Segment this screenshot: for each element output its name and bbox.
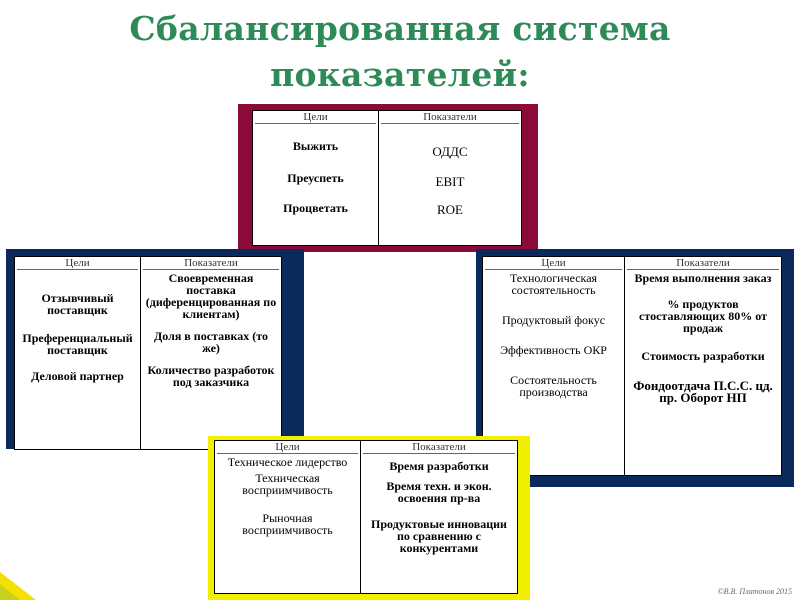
top-metrics-header: Показатели — [381, 111, 519, 124]
left-goal-item: Отзывчивый поставщик — [41, 291, 114, 317]
right-metric-item: Время выполнения заказ — [634, 271, 772, 285]
left-metric-item: Своевременная поставка (диференцированна… — [145, 271, 277, 321]
top-metrics-column: Показатели ОДДС EBIT ROE — [379, 111, 521, 245]
left-metrics-header: Показатели — [143, 257, 279, 270]
right-metrics-header: Показатели — [627, 257, 779, 270]
left-goal-item: Преференциальный поставщик — [22, 331, 133, 357]
left-panel: Цели Отзывчивый поставщик Преференциальн… — [14, 256, 282, 450]
bottom-metric-item: Продуктовые инновации по сравнению с кон… — [371, 517, 507, 555]
left-goals-column: Цели Отзывчивый поставщик Преференциальн… — [15, 257, 141, 449]
title-line-1: Сбалансированная система показателей: — [129, 9, 671, 94]
right-goals-header: Цели — [485, 257, 622, 270]
copyright-text: ©В.В. Платонов 2015 — [717, 587, 792, 596]
bottom-metric-item: Время техн. и экон. освоения пр-ва — [386, 479, 492, 505]
bottom-goal-item: Техническая восприимчивость — [242, 471, 333, 497]
page-title: Сбалансированная система показателей: ан… — [0, 6, 800, 144]
bottom-goals-column: Цели Техническое лидерство Техническая в… — [215, 441, 361, 593]
left-metrics-column: Показатели Своевременная поставка (дифер… — [141, 257, 281, 449]
bottom-panel: Цели Техническое лидерство Техническая в… — [214, 440, 518, 594]
bottom-goals-header: Цели — [217, 441, 358, 454]
right-panel: Цели Технологическая состоятельность Про… — [482, 256, 782, 476]
bottom-metrics-column: Показатели Время разработки Время техн. … — [361, 441, 517, 593]
left-metric-item: Количество разработок под заказчика — [147, 363, 275, 389]
bottom-metric-item: Время разработки — [389, 459, 489, 473]
top-goal-item: Процветать — [283, 201, 348, 215]
top-goals-column: Цели Выжить Преуспеть Процветать — [253, 111, 379, 245]
top-metric-item: ROE — [437, 202, 463, 217]
left-goals-header: Цели — [17, 257, 138, 270]
top-goal-item: Преуспеть — [287, 171, 344, 185]
right-metric-item: % продуктов стоставляющих 80% от продаж — [639, 297, 767, 335]
right-goal-item: Эффективность ОКР — [500, 343, 607, 357]
top-metric-item: EBIT — [435, 174, 465, 189]
top-metric-item: ОДДС — [432, 144, 468, 159]
top-goal-item: Выжить — [292, 139, 339, 153]
corner-decoration — [0, 572, 36, 600]
right-metrics-column: Показатели Время выполнения заказ % прод… — [625, 257, 781, 475]
bottom-goal-item: Рыночная восприимчивость — [242, 511, 333, 537]
right-goals-column: Цели Технологическая состоятельность Про… — [483, 257, 625, 475]
bottom-metrics-header: Показатели — [363, 441, 515, 454]
left-goal-item: Деловой партнер — [31, 369, 124, 383]
right-goal-item: Технологическая состоятельность — [509, 271, 598, 297]
right-metric-item: Стоимость разработки — [641, 349, 765, 363]
right-goal-item: Продуктовый фокус — [501, 313, 606, 327]
top-panel: Цели Выжить Преуспеть Процветать Показат… — [252, 110, 522, 246]
bottom-goal-item: Техническое лидерство — [227, 455, 348, 469]
left-metric-item: Доля в поставках (то же) — [153, 329, 269, 355]
right-goal-item: Состоятельность производства — [510, 373, 597, 399]
top-goals-header: Цели — [255, 111, 376, 124]
right-metric-item: Фондоотдача П.С.С. цд. пр. Оборот НП — [633, 378, 773, 405]
